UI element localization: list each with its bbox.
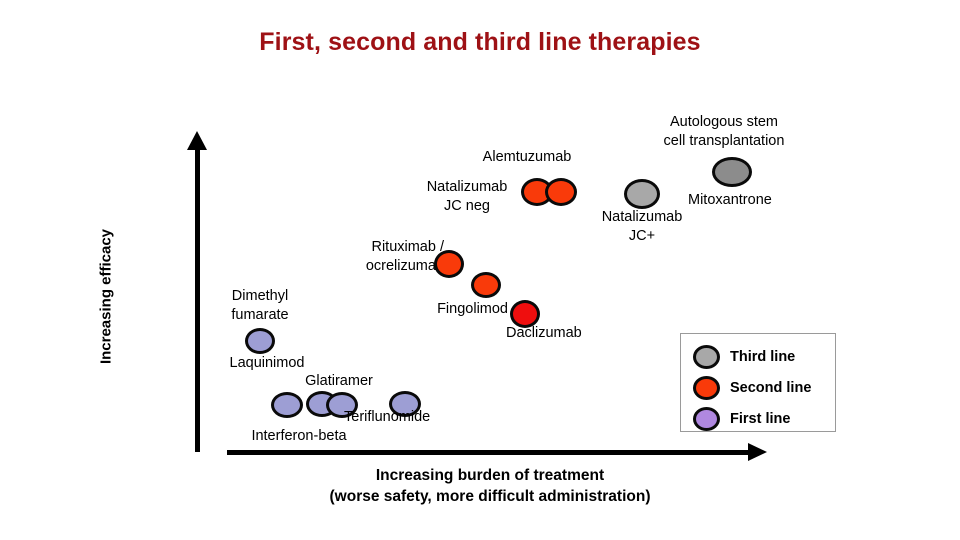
x-axis-label: Increasing burden of treatment (worse sa… [190,465,790,507]
x-axis-arrowhead-icon [748,443,767,461]
legend-label-first-line: First line [730,411,791,427]
label-fingolimod: Fingolimod [437,301,508,317]
legend-swatch-first-line [693,407,720,431]
y-axis-line [195,147,200,452]
legend-swatch-second-line [693,376,720,400]
label-interferon-beta: Interferon-beta [251,428,347,444]
label-daclizumab: Daclizumab [506,325,582,341]
x-axis-label-line2: (worse safety, more difficult administra… [329,488,651,505]
bubble-natalizumab-jc-positive[interactable] [624,179,660,209]
y-axis-arrowhead-icon [187,131,207,150]
bubble-dimethyl-fumarate[interactable] [245,328,275,354]
x-axis-label-line1: Increasing burden of treatment [375,467,605,484]
bubble-teriflunomide[interactable] [389,391,421,417]
legend-item-first-line[interactable]: First line [693,407,790,431]
label-dimethyl-fumarate: Dimethyl fumarate [231,288,289,323]
page-title: First, second and third line therapies [259,28,701,56]
legend-item-second-line[interactable]: Second line [693,376,811,400]
label-alemtuzumab: Alemtuzumab [482,149,572,165]
legend-item-third-line[interactable]: Third line [693,345,795,369]
legend-label-second-line: Second line [730,380,812,396]
legend: Third line Second line First line [680,333,836,432]
label-autologous-stem-cell-transplantation: Autologous stem cell transplantation [663,114,785,149]
legend-label-third-line: Third line [730,349,796,365]
bubble-glatiramer-secondary[interactable] [326,392,358,418]
bubble-alemtuzumab[interactable] [545,178,577,206]
label-natalizumab-jc-negative: Natalizumab JC neg [426,179,508,214]
label-glatiramer: Glatiramer [305,373,373,389]
label-mitoxantrone: Mitoxantrone [688,192,772,208]
label-natalizumab-jc-positive: Natalizumab JC+ [601,209,683,244]
bubble-interferon-beta[interactable] [271,392,303,418]
label-laquinimod: Laquinimod [229,355,305,371]
label-rituximab-ocrelizumab: Rituximab / ocrelizumab [365,239,444,274]
x-axis-line [227,450,752,455]
bubble-daclizumab[interactable] [510,300,540,328]
label-teriflunomide: Teriflunomide [344,409,431,425]
bubble-rituximab-ocrelizumab[interactable] [434,250,464,278]
legend-swatch-third-line [693,345,720,369]
y-axis-label: Increasing efficacy [97,228,115,365]
bubble-fingolimod[interactable] [471,272,501,298]
bubble-autologous-stem-cell-transplantation[interactable] [712,157,752,187]
